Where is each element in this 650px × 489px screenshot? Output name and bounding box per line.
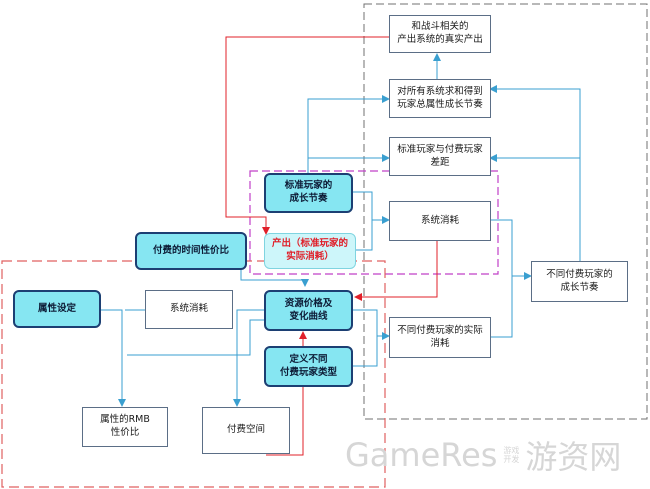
connector-consume-to-diffgrowth	[490, 219, 532, 280]
watermark-sub-line1: 游戏	[503, 446, 520, 455]
watermark-sub-line2: 开发	[503, 455, 520, 464]
node-diff-pay-growth: 不同付费玩家的 成长节奏	[531, 261, 628, 302]
red-connector-combat-loop	[225, 36, 389, 235]
connector-diffgrowth-to-total	[489, 85, 581, 261]
watermark-brand: GameRes	[345, 436, 498, 474]
node-attr-rmb: 属性的RMB 性价比	[82, 407, 168, 447]
connector-stdgrowth-to-gap	[307, 154, 390, 170]
purple-region-outline	[249, 170, 499, 275]
connector-price-to-diffconsume	[352, 309, 390, 340]
node-combat-output: 和战斗相关的 产出系统的真实产出	[389, 15, 491, 53]
node-diff-pay-consume: 不同付费玩家的实际 消耗	[389, 317, 491, 358]
red-region-outline	[1, 260, 386, 488]
connector-diffconsume-to-diffgrowth	[490, 276, 513, 338]
node-pay-space: 付费空间	[202, 407, 290, 454]
node-system-consume-left: 系统消耗	[145, 290, 233, 329]
connector-output-to-consume	[355, 220, 373, 251]
connector-stdgrowth-to-total	[307, 95, 390, 175]
node-system-consume-right: 系统消耗	[389, 201, 491, 241]
node-define-pay-types: 定义不同 付费玩家类型	[264, 346, 353, 387]
node-output-std: 产出（标准玩家的 实际消耗）	[264, 233, 356, 269]
node-resource-price: 资源价格及 变化曲线	[264, 290, 353, 331]
connector-attr-to-rmb	[100, 309, 126, 407]
node-std-pay-gap: 标准玩家与付费玩家 差距	[389, 137, 491, 176]
node-total-growth: 对所有系统求和得到 玩家总属性成长节奏	[389, 79, 491, 118]
connector-types-to-diffconsume	[352, 336, 378, 367]
red-connector-consume-to-price	[354, 240, 438, 301]
connector-timevalue-to-price	[240, 270, 309, 287]
watermark-cn: 游资网	[525, 438, 622, 476]
node-attr-setting: 属性设定	[13, 290, 101, 328]
connector-stdgrowth-to-consume	[352, 191, 390, 224]
connector-price-to-rmb	[127, 319, 265, 356]
watermark-sub: 游戏 开发	[503, 446, 519, 464]
node-pay-time-value: 付费的时间性价比	[135, 232, 247, 270]
gray-region-outline	[363, 3, 648, 420]
watermark: GameRes 游戏 开发 游资网	[345, 433, 645, 477]
node-std-growth: 标准玩家的 成长节奏	[264, 173, 353, 213]
connector-price-to-payspace	[233, 309, 265, 407]
